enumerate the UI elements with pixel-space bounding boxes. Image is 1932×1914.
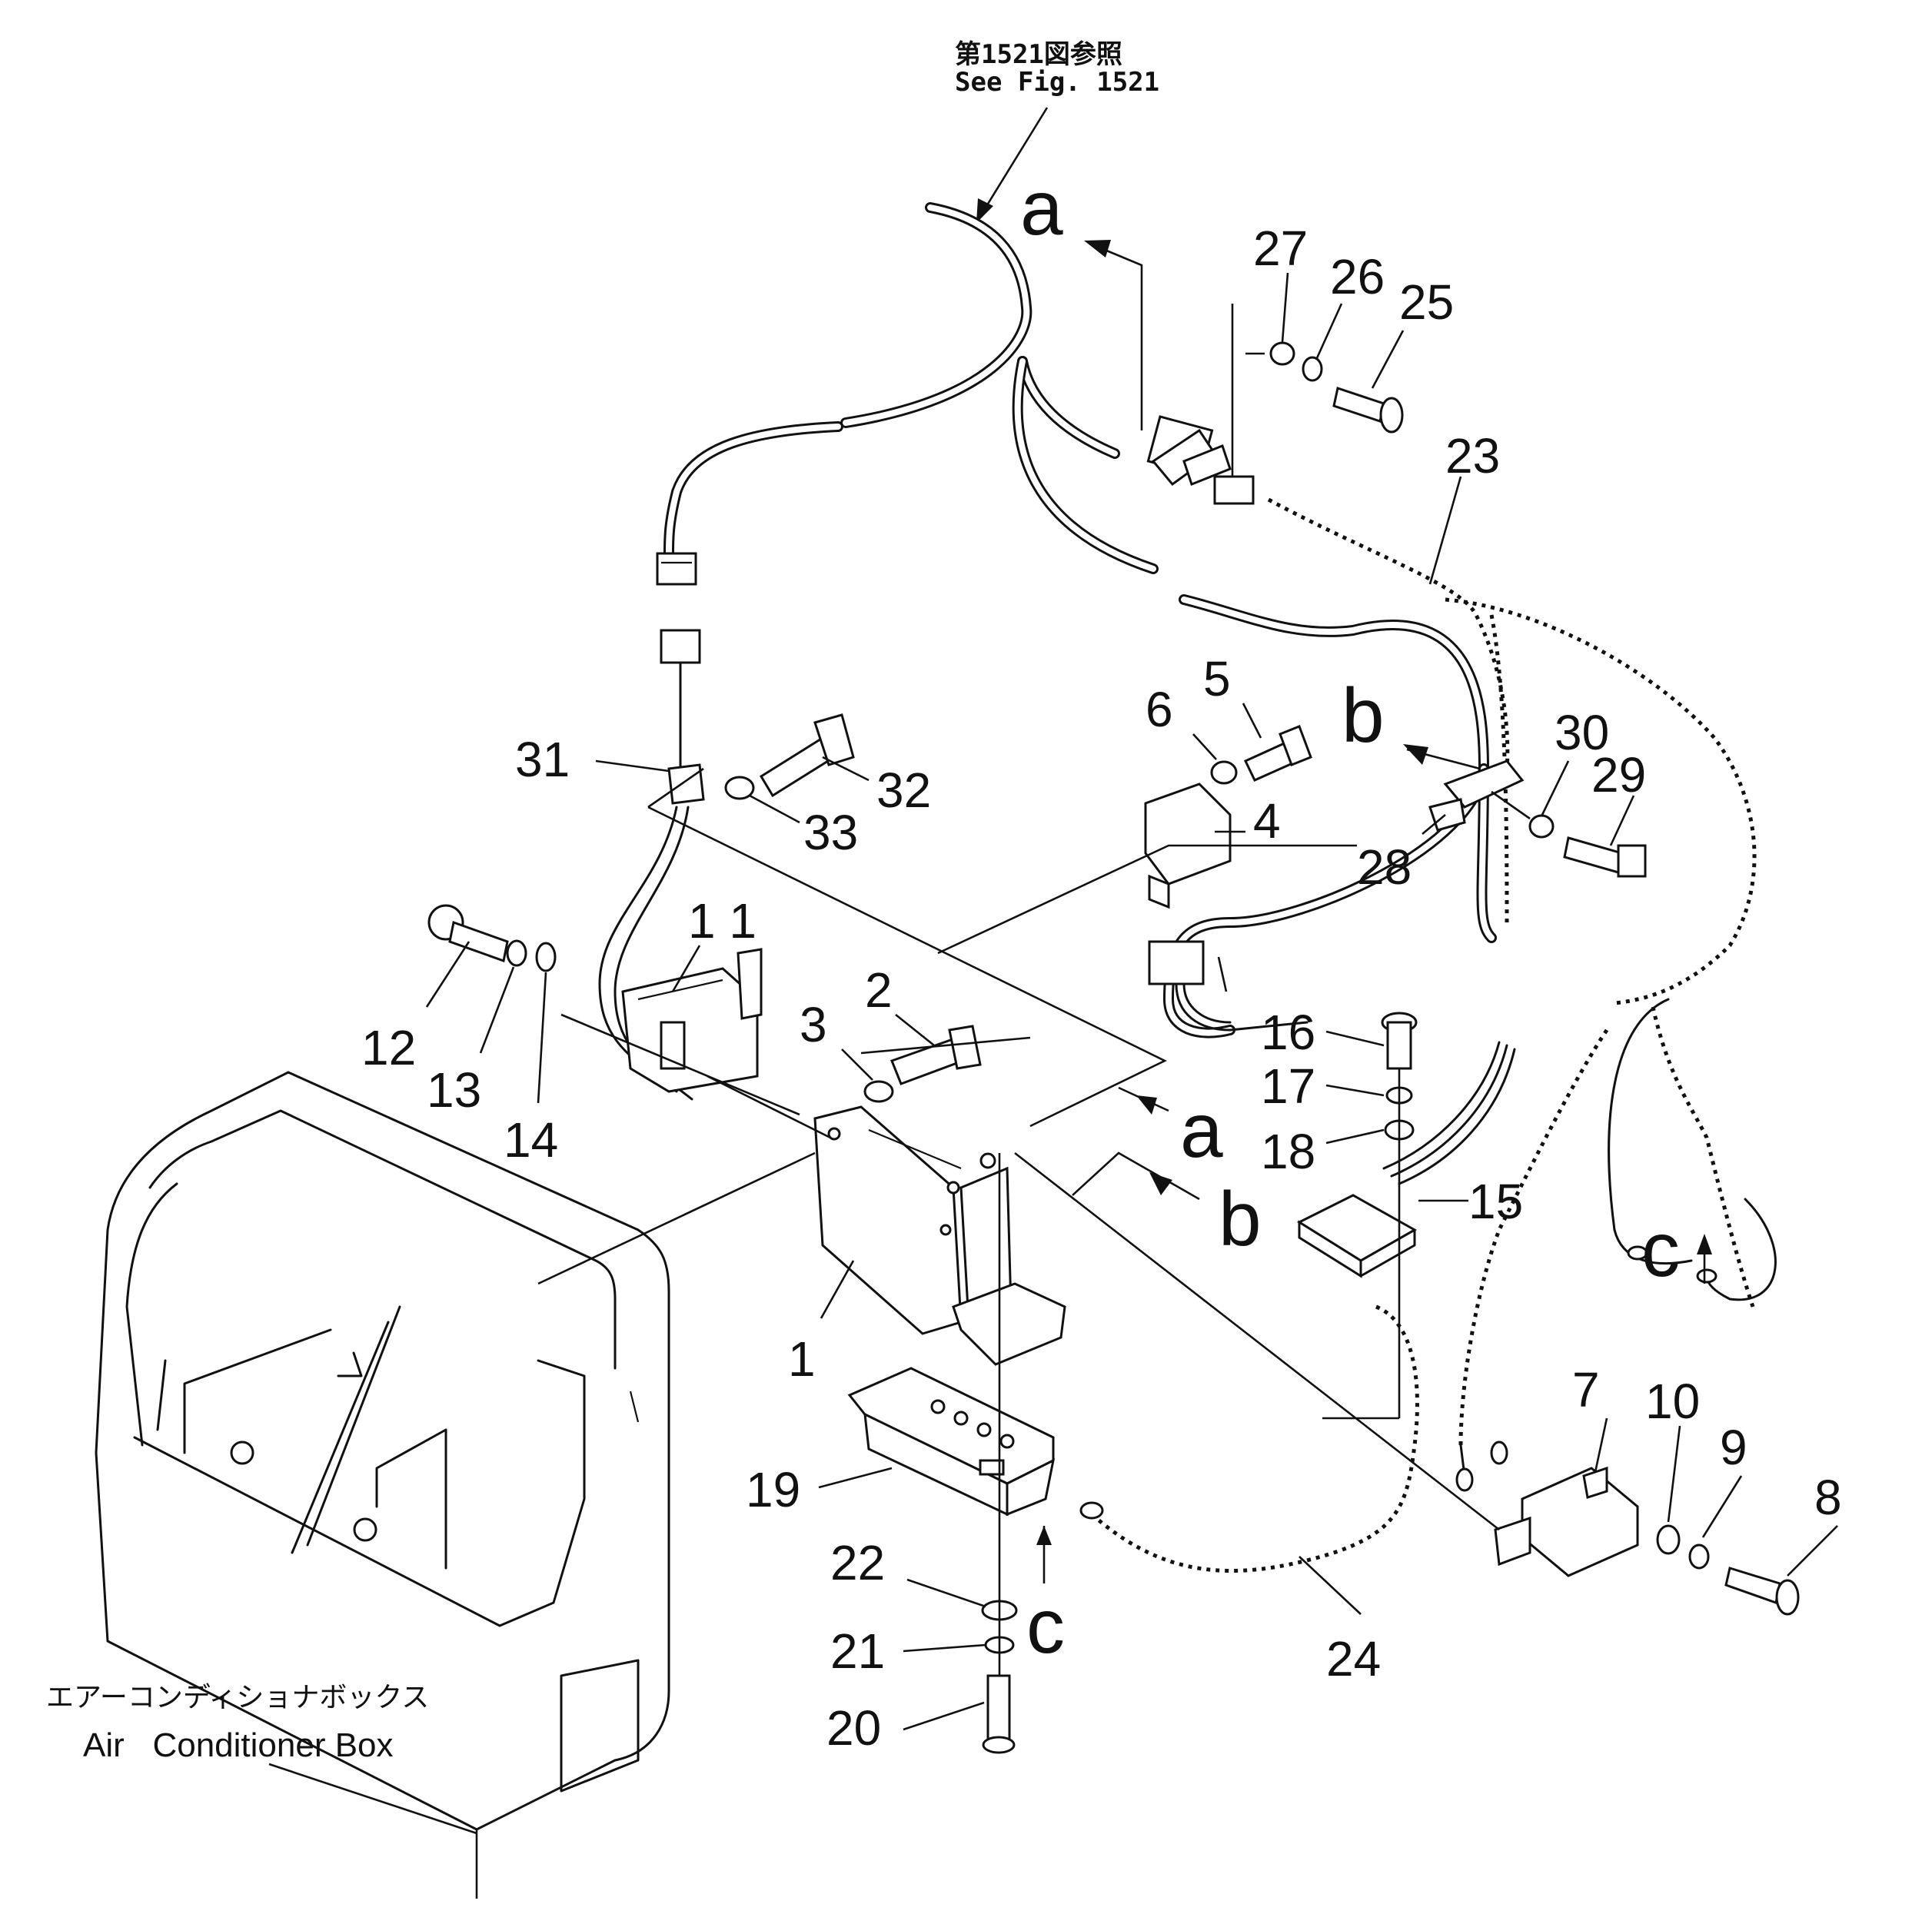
callout-15: 15 [1468, 1174, 1523, 1229]
part-11-flasher [621, 948, 763, 1093]
harness-15 [1382, 1041, 1516, 1185]
callout-19: 19 [746, 1462, 800, 1517]
washer-27 [1269, 341, 1295, 366]
callout-7: 7 [1572, 1362, 1600, 1417]
part-15-fuse [1296, 1194, 1418, 1278]
main-harness [663, 202, 1497, 1038]
assembly-lines [537, 304, 1531, 1676]
callout-10: 10 [1645, 1374, 1700, 1429]
callout-30: 30 [1555, 705, 1609, 760]
connector-upper-left [656, 552, 697, 586]
callout-29: 29 [1591, 747, 1646, 802]
view-letter-b-mid: b [1219, 1176, 1262, 1262]
callout-17: 17 [1261, 1058, 1315, 1114]
ground-terminal [1627, 1245, 1648, 1261]
callout-27: 27 [1253, 221, 1308, 276]
bolt-16 [1381, 1012, 1418, 1070]
lock-washer-9 [1688, 1543, 1710, 1570]
view-letter-b-top: b [1342, 673, 1385, 759]
callout-28: 28 [1357, 839, 1412, 895]
part-4-relay [1144, 783, 1309, 1032]
bolt-5 [1243, 725, 1312, 782]
part-7-relay [1494, 1466, 1639, 1577]
callout-13: 13 [427, 1062, 481, 1118]
view-letter-group-a-mid: a [1118, 1086, 1223, 1174]
view-letter-group-c-right: c [1641, 1207, 1712, 1293]
callout-33: 33 [803, 805, 858, 860]
lock-washer-13 [506, 939, 527, 967]
callout-3: 3 [800, 997, 827, 1052]
harness-24 [1090, 1304, 1419, 1573]
ground-terminal [1696, 1268, 1718, 1284]
callout-4: 4 [1253, 793, 1281, 849]
callout-24: 24 [1326, 1631, 1381, 1686]
callout-1: 1 [788, 1331, 816, 1387]
figure-ref-leader [984, 107, 1049, 208]
connector-upper-bracket [1151, 428, 1232, 487]
callout-23: 23 [1445, 428, 1500, 483]
callout-12: 12 [361, 1020, 416, 1075]
washer-3 [863, 1080, 894, 1103]
callout-14: 14 [504, 1112, 558, 1168]
washer-10 [1656, 1524, 1681, 1555]
view-letter-c-right: c [1641, 1207, 1680, 1293]
view-letter-a-mid: a [1180, 1088, 1223, 1174]
view-letter-group-c-bottom: c [1026, 1526, 1065, 1670]
bolt-12 [427, 904, 509, 962]
washer-14 [535, 942, 557, 972]
callout-6: 6 [1146, 682, 1173, 737]
bolt-29 [1563, 836, 1647, 878]
harness-23 [1267, 497, 1757, 1446]
figure-ref-english: See Fig. 1521 [955, 67, 1159, 98]
part-19-base [847, 1367, 1056, 1517]
callout-11: 1 1 [688, 893, 757, 949]
bolt-20 [982, 1674, 1016, 1754]
callout-26: 26 [1330, 249, 1385, 304]
part-1-bracket [813, 1105, 1066, 1366]
air-conditioner-box [95, 1071, 670, 1899]
callout-21: 21 [830, 1623, 885, 1679]
box-label-english: Air Conditioner Box [83, 1726, 394, 1764]
bolt-8 [1724, 1567, 1800, 1616]
bolt-25 [1332, 387, 1404, 434]
view-letter-a-top: a [1020, 165, 1063, 251]
callouts: 1 2 3 4 5 6 7 8 9 10 1 1 12 13 14 15 16 [361, 221, 1842, 1756]
washer-30 [1528, 814, 1555, 839]
callout-8: 8 [1814, 1470, 1842, 1525]
view-letter-group-b-top: b [1342, 673, 1481, 770]
callout-20: 20 [826, 1700, 881, 1756]
figure-ref-arrowhead [976, 198, 993, 223]
callout-16: 16 [1261, 1005, 1315, 1060]
view-letter-group-a-top: a [1020, 165, 1143, 430]
callout-5: 5 [1203, 651, 1231, 706]
callout-25: 25 [1399, 274, 1454, 330]
bolt-32 [759, 713, 855, 798]
view-letter-c-bottom: c [1026, 1583, 1065, 1670]
part-28-clamp [1428, 759, 1525, 832]
figure-ref-japanese: 第1521図参照 [955, 39, 1122, 70]
terminal-leads [1079, 1440, 1508, 1520]
ground-leads [1608, 998, 1777, 1301]
view-letter-group-b-mid: b [1072, 1151, 1262, 1262]
callout-2: 2 [865, 962, 893, 1018]
callout-32: 32 [876, 763, 931, 818]
callout-9: 9 [1720, 1420, 1747, 1475]
callout-22: 22 [830, 1535, 885, 1590]
box-label-japanese: エアーコンディショナボックス [46, 1682, 429, 1713]
bolt-2 [890, 1025, 982, 1085]
callout-18: 18 [1261, 1124, 1315, 1179]
washer-6 [1210, 760, 1238, 785]
washer-33 [724, 776, 755, 800]
lock-washer-26 [1302, 356, 1323, 382]
callout-31: 31 [515, 732, 570, 787]
